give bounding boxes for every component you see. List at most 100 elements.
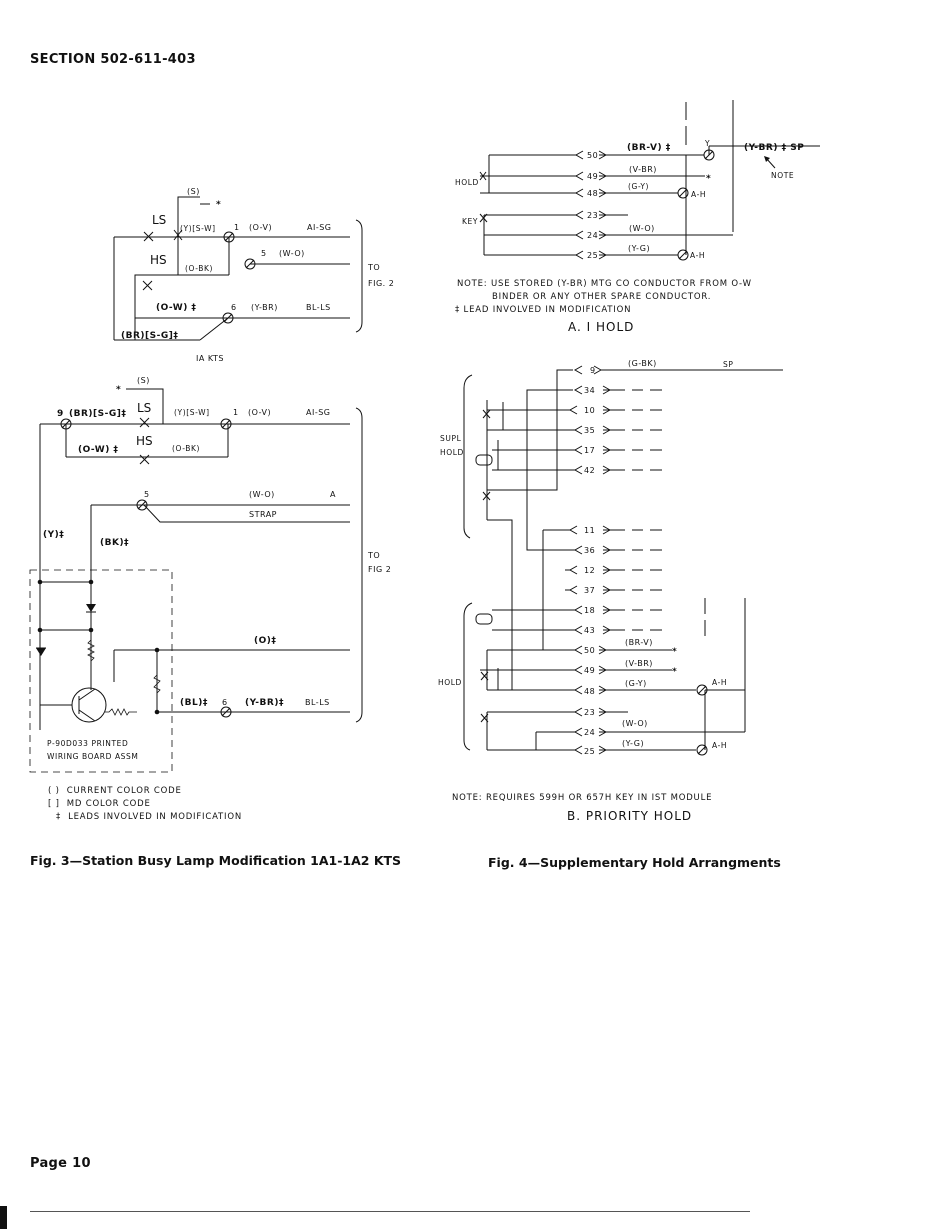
label-ls: LS (137, 401, 151, 415)
label-br-sg: (BR)[S-G]‡ (69, 409, 126, 419)
label-y-br: (Y-BR)‡ (245, 698, 284, 708)
label-o-w: (O-W) ‡ (156, 303, 196, 313)
page-bottom-rule (30, 1211, 750, 1212)
label-y-br: (Y-BR) (251, 303, 278, 312)
terminal-1 (220, 418, 232, 430)
wire-strap (143, 504, 350, 523)
wire (199, 317, 229, 341)
fig3-caption: Fig. 3—Station Busy Lamp Modification 1A… (30, 853, 402, 868)
label-o-v: (O-V) (249, 223, 272, 232)
label-to: TO (367, 263, 380, 272)
terminal (244, 258, 256, 270)
page-number: Page 10 (30, 1156, 91, 1171)
label-w-o: (W-O) (249, 490, 275, 499)
terminal (222, 312, 234, 324)
label-fig2: FIG. 2 (368, 279, 394, 288)
label-one: 1 (234, 223, 240, 232)
fig3-subtitle: IA KTS (196, 354, 224, 363)
label-br-sg: (BR)[S-G]‡ (121, 331, 178, 341)
terminal-6 (220, 706, 232, 718)
transistor-emitter (78, 709, 96, 722)
terminal-slash (221, 419, 231, 429)
terminal-9 (60, 418, 72, 430)
x-mark (139, 454, 150, 465)
resistor (87, 639, 95, 662)
legend-symbol: ‡ (56, 812, 62, 822)
legend-current-color: ( ) CURRENT COLOR CODE (48, 786, 182, 796)
diode-symbol (86, 604, 96, 612)
terminal-slash (223, 313, 233, 323)
x-mark (139, 417, 150, 428)
wire (126, 388, 164, 424)
label-w-o: (W-O) (279, 249, 305, 258)
label-one: 1 (233, 408, 239, 417)
legend-md-color: [ ] MD COLOR CODE (48, 799, 151, 809)
section-header: SECTION 502-611-403 (30, 52, 196, 67)
label-bl-ls: BL-LS (306, 303, 331, 312)
legend-symbol: [ ] (48, 799, 60, 809)
legend-text: LEADS INVOLVED IN MODIFICATION (68, 812, 242, 822)
label-bl-ls: BL-LS (305, 698, 330, 707)
scan-edge-mark (0, 1206, 7, 1229)
legend-leads: ‡ LEADS INVOLVED IN MODIFICATION (56, 812, 242, 822)
fig3-bottom-diagram: * (S) 9 (BR)[S-G]‡ LS (Y)[S-W] 1 (O-V) A… (29, 376, 391, 773)
label-star: * (216, 200, 221, 210)
x-mark (142, 280, 153, 291)
label-o: (O)‡ (254, 636, 276, 646)
legend-text: MD COLOR CODE (66, 799, 151, 809)
label-o-w: (O-W) ‡ (78, 445, 118, 455)
label-fig2: FIG 2 (368, 565, 391, 574)
label-a: A (330, 490, 336, 499)
fig4b-title: B. PRIORITY HOLD (567, 809, 693, 823)
label-s: (S) (137, 376, 150, 385)
label-six: 6 (222, 698, 228, 707)
label-nine: 9 (57, 409, 64, 419)
label-ls: LS (152, 213, 166, 227)
terminal-slash (61, 419, 71, 429)
label-bl: (BL)‡ (180, 698, 208, 708)
label-board-line1: P-90D033 PRINTED (47, 739, 128, 748)
resistor (153, 674, 161, 694)
fig4a-title: A. I HOLD (568, 320, 635, 334)
label-hs: HS (150, 253, 167, 267)
terminal-slash (221, 707, 231, 717)
wiring-board-outline (29, 569, 173, 773)
fig4-caption: Fig. 4—Supplementary Hold Arrangments (488, 855, 781, 870)
label-s: (S) (187, 187, 200, 196)
legend-text: CURRENT COLOR CODE (66, 786, 182, 796)
legend-symbol: ( ) (48, 786, 60, 796)
x-mark (173, 229, 183, 241)
label-a1-sg: AI-SG (306, 408, 331, 417)
diode-symbol (36, 648, 46, 656)
label-o-v: (O-V) (248, 408, 271, 417)
label-board-line2: WIRING BOARD ASSM (47, 752, 138, 761)
fig4a-note-line3: ‡ LEAD INVOLVED IN MODIFICATION (455, 305, 632, 315)
terminal-slash (224, 232, 234, 242)
label-to: TO (367, 551, 380, 560)
label-five: 5 (261, 249, 267, 258)
label-strap: STRAP (249, 510, 277, 519)
bracket (355, 407, 363, 723)
label-bk: (BK)‡ (100, 538, 129, 548)
terminal-5 (136, 499, 148, 511)
label-five: 5 (144, 490, 150, 499)
label-a1-sg: AI-SG (307, 223, 332, 232)
terminal-slash (245, 259, 255, 269)
bracket (355, 219, 363, 333)
label-six: 6 (231, 303, 237, 312)
resistor (105, 708, 137, 716)
label-o-bk: (O-BK) (172, 444, 200, 453)
x-mark (143, 231, 154, 242)
terminal-slash (137, 500, 147, 510)
transistor-collector (78, 688, 96, 701)
fig4b-note: NOTE: REQUIRES 599H OR 657H KEY IN IST M… (452, 793, 713, 803)
fig4a-note-line2: BINDER OR ANY OTHER SPARE CONDUCTOR. (492, 292, 712, 302)
label-o-bk: (O-BK) (185, 264, 213, 273)
label-ys-w: (Y)[S-W] (180, 224, 216, 233)
label-star: * (116, 385, 121, 395)
label-y: (Y)‡ (43, 530, 64, 540)
fig3-top-diagram: (S) * LS (Y)[S-W] 1 (O-V) AI-SG HS (O-BK… (113, 187, 394, 341)
label-hs: HS (136, 434, 153, 448)
label-ys-w: (Y)[S-W] (174, 408, 210, 417)
